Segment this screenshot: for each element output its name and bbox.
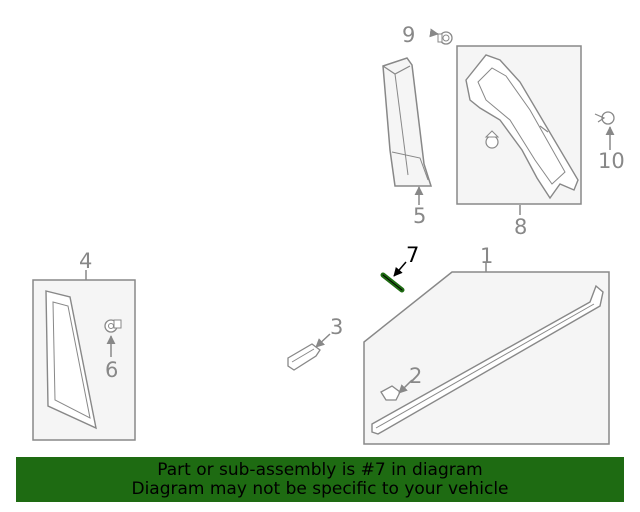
part-8-pillar-trim[interactable]	[465, 54, 579, 200]
info-banner: Part or sub-assembly is #7 in diagram Di…	[16, 457, 624, 502]
part-7-clip[interactable]	[380, 272, 405, 293]
callout-1: 1	[480, 244, 493, 268]
leader-7	[393, 261, 407, 277]
banner-line-2: Diagram may not be specific to your vehi…	[131, 478, 509, 499]
part-2-clip[interactable]	[380, 385, 401, 401]
callout-5: 5	[413, 204, 426, 228]
part-6-clip[interactable]	[104, 319, 122, 333]
callout-2: 2	[409, 364, 422, 388]
callout-10: 10	[598, 149, 625, 173]
part-3-bracket[interactable]	[287, 343, 321, 371]
callout-4: 4	[79, 249, 92, 273]
callout-6: 6	[105, 358, 118, 382]
part-9-clip[interactable]	[429, 28, 453, 45]
callout-8: 8	[514, 215, 527, 239]
callout-9: 9	[402, 23, 415, 47]
part-4-window-trim[interactable]	[45, 290, 97, 430]
part-1-rocker-molding[interactable]	[371, 284, 604, 435]
part-5-pillar-trim[interactable]	[382, 57, 433, 187]
part-10-screw[interactable]	[594, 111, 615, 125]
leader-3	[315, 333, 331, 348]
leader-9	[429, 28, 439, 38]
leader-2	[398, 379, 413, 394]
callout-3: 3	[330, 315, 343, 339]
banner-line-1: Part or sub-assembly is #7 in diagram	[157, 459, 483, 480]
callout-7: 7	[406, 243, 419, 267]
